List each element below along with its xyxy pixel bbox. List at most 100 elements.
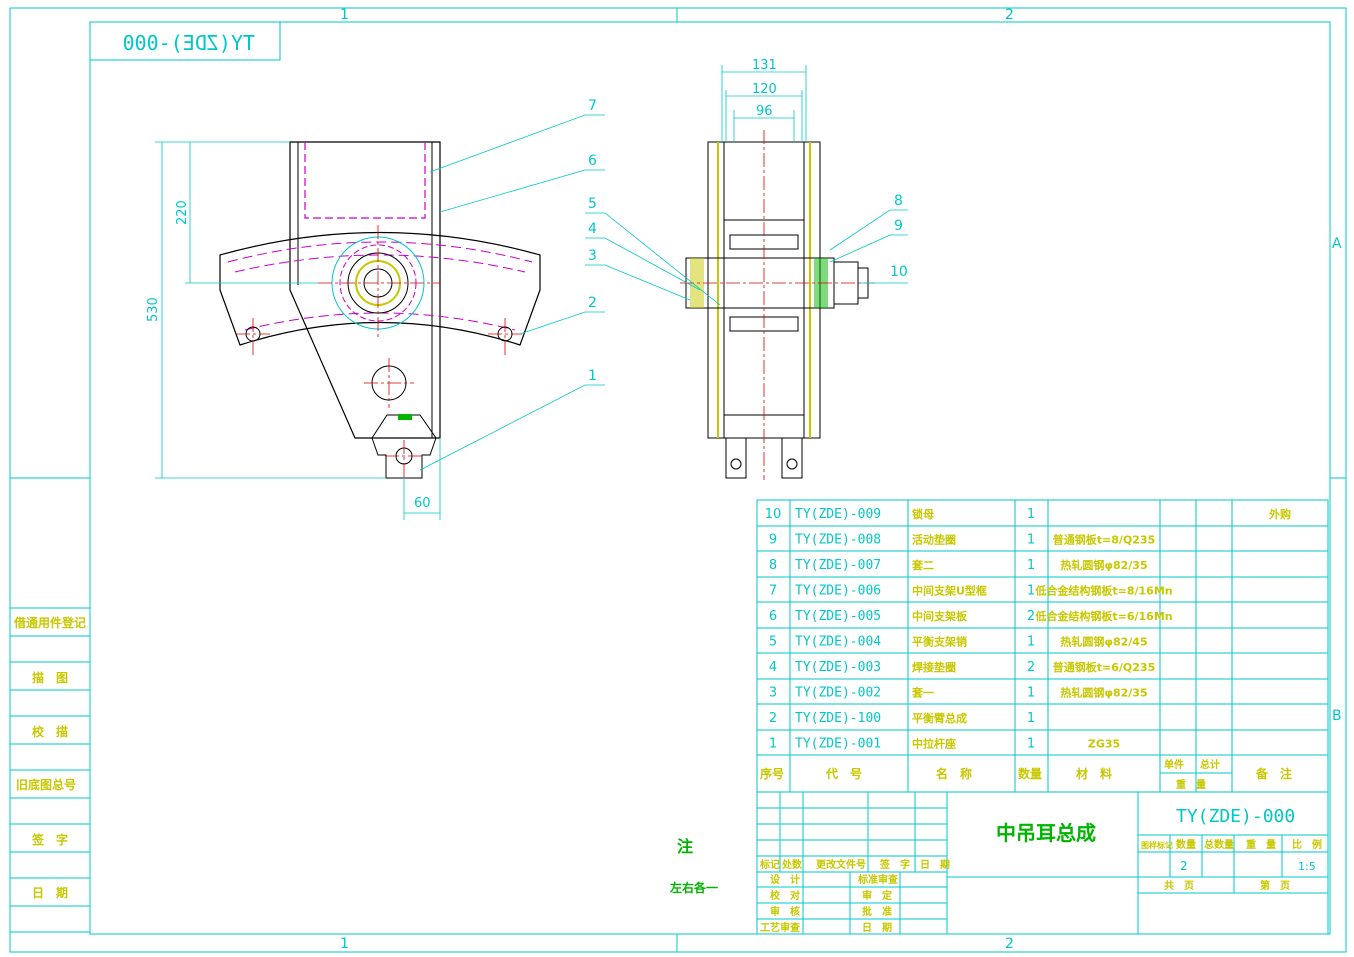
hidden-u-frame — [304, 142, 426, 219]
bom-header-total: 总计 — [1200, 758, 1220, 771]
balance-arm — [219, 231, 541, 346]
dim-530: 530 — [146, 297, 161, 322]
bom-grid — [756, 499, 1329, 793]
bom-no-cell: 3 — [769, 686, 777, 701]
bom-material-cell: ZG35 — [1088, 738, 1120, 751]
hidden-arm-mid — [234, 254, 526, 273]
label-sign: 签 字 — [31, 832, 68, 847]
bom-name-cell: 平衡臂总成 — [912, 711, 967, 725]
bom-no-cell: 9 — [769, 533, 777, 548]
side-centerlines — [680, 130, 875, 480]
tb-scale: 1:5 — [1298, 860, 1316, 873]
tb-approve: 批 准 — [862, 905, 892, 918]
label-old-no: 旧底图总号 — [16, 777, 76, 792]
bom-qty-cell: 2 — [1027, 660, 1035, 675]
bom-no-cell: 7 — [769, 584, 777, 599]
bom-qty-cell: 1 — [1027, 558, 1035, 573]
notes: 注 左右各一 — [669, 837, 718, 895]
balloon-1: 1 — [588, 368, 597, 384]
zone-right-a: A — [1332, 236, 1342, 252]
bom-no-cell: 8 — [769, 558, 777, 573]
bom-qty-cell: 1 — [1027, 686, 1035, 701]
bom-code-cell: TY(ZDE)-005 — [795, 609, 881, 624]
notes-text: 左右各一 — [669, 880, 718, 895]
bom-header-unit: 单件 — [1164, 758, 1184, 771]
tb-rev-count: 处数 — [781, 858, 803, 871]
bom-material-cell: 热轧圆钢φ82/45 — [1060, 635, 1147, 649]
label-reg: 借通用件登记 — [13, 615, 86, 630]
tb-rev-mark: 标记 — [759, 858, 780, 871]
side-lug-hole-right — [786, 458, 798, 470]
dim-96: 96 — [756, 104, 773, 119]
title-block-grid — [756, 791, 1329, 935]
balloon-10: 10 — [890, 264, 908, 280]
bom-code-cell: TY(ZDE)-007 — [795, 558, 881, 573]
upright-body — [289, 141, 441, 439]
bom-header-material: 材 料 — [1075, 766, 1112, 781]
balloon-9: 9 — [894, 218, 903, 234]
tb-review: 审 核 — [770, 905, 800, 918]
notes-title: 注 — [677, 837, 693, 856]
bom-code-cell: TY(ZDE)-002 — [795, 686, 881, 701]
dim-220: 220 — [175, 200, 190, 225]
balloon-7: 7 — [588, 98, 597, 114]
side-view: 131 120 96 5 4 3 8 9 10 — [585, 58, 908, 480]
bom-qty-cell: 1 — [1027, 737, 1035, 752]
title-block-labels: 标记 处数 更改文件号 签 字 日 期 设 计 校 对 审 核 工艺审查 标准审… — [759, 838, 1322, 934]
bom-no-cell: 2 — [769, 711, 777, 726]
label-check: 校 描 — [32, 724, 68, 739]
bom-material-cell: 热轧圆钢φ82/35 — [1060, 686, 1147, 700]
balloon-4: 4 — [588, 221, 597, 237]
tb-audit: 审 定 — [862, 889, 892, 902]
zone-labels: 1 2 1 2 A B — [340, 7, 1342, 952]
bom-header-code: 代 号 — [825, 766, 862, 781]
bom-note-cell: 外购 — [1268, 507, 1291, 521]
tb-design: 设 计 — [770, 873, 800, 886]
side-dim-text: 131 120 96 — [752, 58, 777, 119]
bom-qty-cell: 1 — [1027, 533, 1035, 548]
balloon-6: 6 — [588, 153, 597, 169]
tb-mark-label: 图样标记 — [1141, 840, 1173, 850]
bom-qty-cell: 1 — [1027, 584, 1035, 599]
tb-qty-label: 数量 — [1176, 838, 1196, 851]
balloon-2: 2 — [588, 295, 597, 311]
bom-qty-cell: 1 — [1027, 507, 1035, 522]
bom-qty-cell: 1 — [1027, 635, 1035, 650]
front-centerlines — [236, 225, 522, 480]
hidden-arm-top — [227, 241, 533, 263]
tb-assembly-name: 中吊耳总成 — [996, 821, 1096, 845]
bom-code-cell: TY(ZDE)-100 — [795, 711, 881, 726]
frame — [9, 7, 1347, 953]
bom-name-cell: 活动垫圈 — [912, 533, 956, 547]
bom-code-cell: TY(ZDE)-008 — [795, 533, 881, 548]
bom-code-cell: TY(ZDE)-004 — [795, 635, 881, 650]
zone-bottom-right: 2 — [1005, 936, 1014, 952]
bom-name-cell: 平衡支架销 — [912, 635, 967, 649]
bom-name-cell: 中间支架板 — [912, 609, 968, 623]
tb-sheets-label: 共 页 — [1164, 879, 1194, 892]
zone-top-left: 1 — [340, 7, 349, 23]
bom-material-cell: 热轧圆钢φ82/35 — [1060, 558, 1147, 572]
balloon-3: 3 — [588, 248, 597, 264]
bom-material-cell: 普通钢板t=6/Q235 — [1053, 660, 1155, 674]
tb-date: 日 期 — [862, 921, 892, 934]
bom-header: 序号 代 号 名 称 数量 材 料 单件 总计 重 量 备 注 — [760, 758, 1292, 791]
dim-120: 120 — [752, 82, 777, 97]
front-dimensions — [155, 141, 441, 520]
tb-rev-doc: 更改文件号 — [816, 858, 866, 871]
bom-name-cell: 焊接垫圈 — [912, 660, 956, 674]
bom-name-cell: 锁母 — [912, 507, 934, 521]
side-leaders — [585, 209, 908, 306]
tb-weight-label: 重 量 — [1246, 838, 1276, 851]
bom-header-no: 序号 — [760, 766, 784, 781]
dim-131: 131 — [752, 58, 777, 73]
side-balloons: 5 4 3 8 9 10 — [588, 193, 908, 280]
bom-no-cell: 6 — [769, 609, 777, 624]
bom-name-cell: 套一 — [912, 686, 934, 700]
weld-mark — [398, 414, 412, 420]
stamp-code: TY(ZDE)-000 — [123, 31, 255, 55]
side-lugs — [725, 438, 803, 479]
